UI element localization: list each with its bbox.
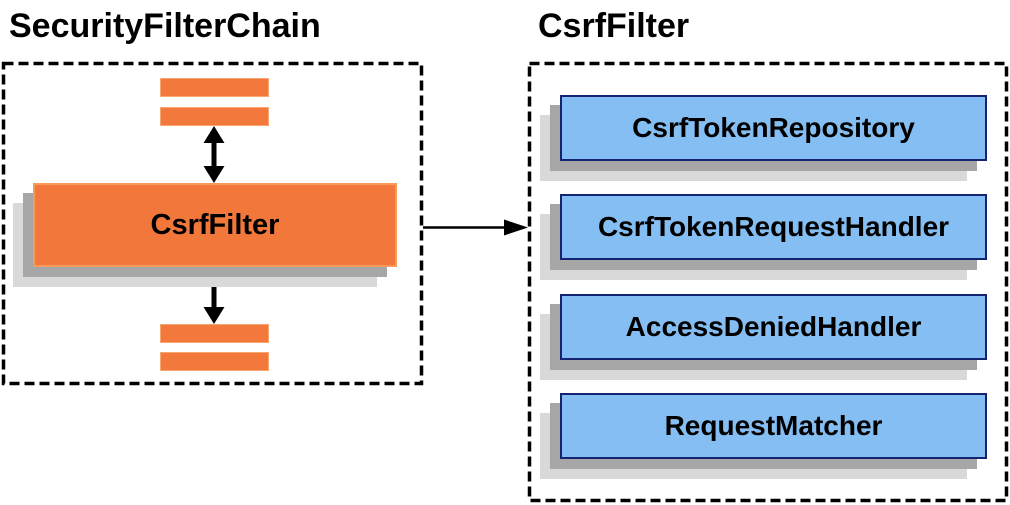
component-box-request-matcher: RequestMatcher [560, 393, 987, 459]
bidirectional-arrow-bottom-icon [203, 267, 225, 324]
csrf-filter-node: CsrfFilter [33, 183, 397, 267]
csrf-filter-node-label: CsrfFilter [150, 208, 280, 241]
security-filter-chain-frame [1, 61, 424, 386]
filter-bar-icon [160, 324, 269, 343]
filter-bar-icon [160, 107, 269, 126]
security-filter-chain-title: SecurityFilterChain [9, 7, 321, 45]
csrf-filter-frame [527, 61, 1009, 503]
csrffilter-to-components-arrow-icon [423, 219, 528, 236]
component-label: CsrfTokenRepository [632, 112, 915, 143]
filter-bar-icon [160, 78, 269, 97]
filter-bar-icon [160, 352, 269, 371]
csrf-filter-title: CsrfFilter [538, 7, 690, 45]
component-box-access-denied-handler: AccessDeniedHandler [560, 294, 987, 360]
component-label: RequestMatcher [664, 410, 883, 441]
bidirectional-arrow-top-icon [203, 126, 225, 183]
component-box-csrf-token-request-handler: CsrfTokenRequestHandler [560, 194, 987, 260]
component-label: AccessDeniedHandler [625, 311, 922, 342]
component-label: CsrfTokenRequestHandler [597, 211, 950, 242]
component-box-csrf-token-repository: CsrfTokenRepository [560, 95, 987, 161]
